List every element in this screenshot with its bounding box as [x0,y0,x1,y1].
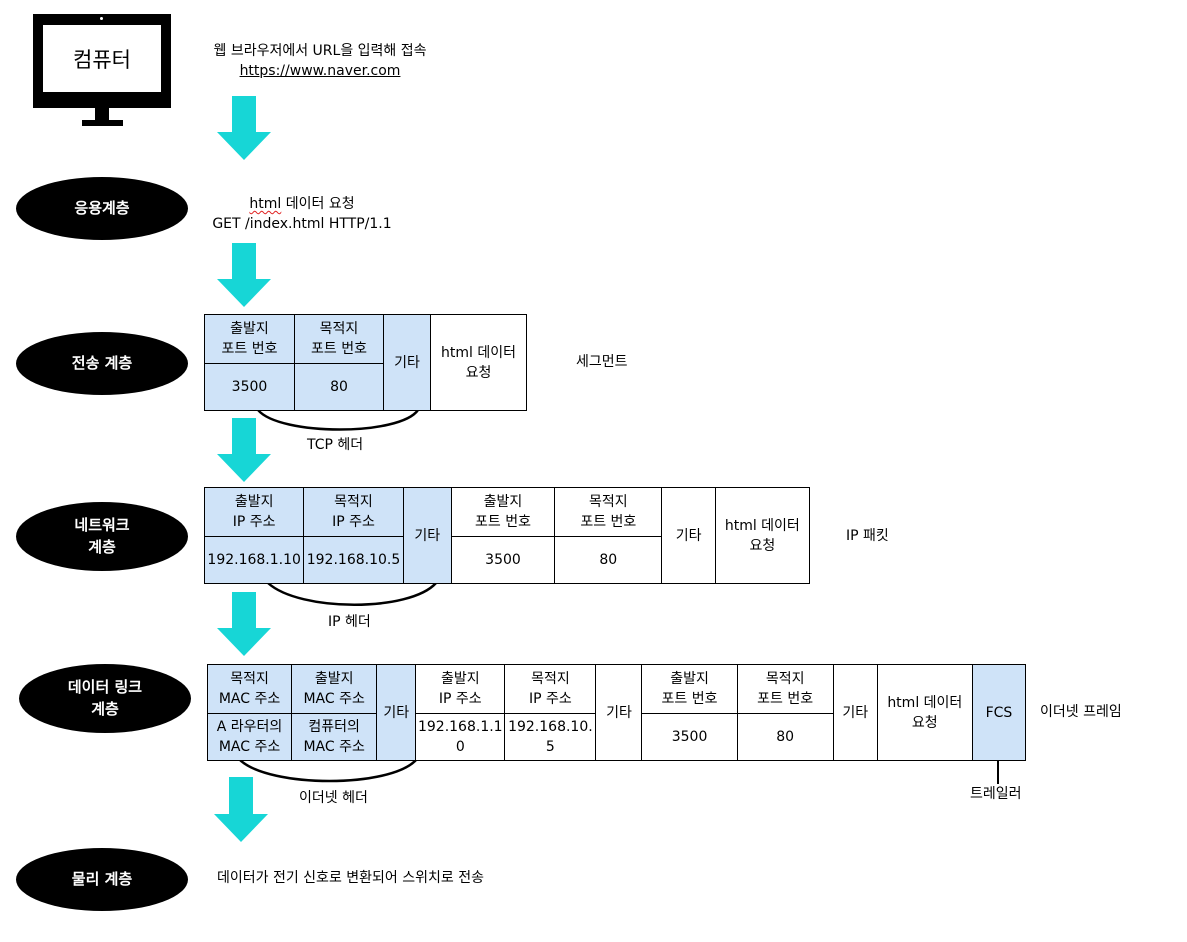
layer-transport-label: 전송 계층 [71,353,133,372]
layer-network-label-1: 네트워크 [74,515,130,534]
down-arrow-3 [217,418,271,482]
segment-side-label: 세그먼트 [576,354,628,370]
frame-dst-port-value: 80 [736,712,834,761]
tcp-header-curve [257,409,420,431]
trailer-label: 트레일러 [970,786,1022,802]
browser-note-line: 웹 브라우저에서 URL을 입력해 접속 [213,43,427,59]
app-note-html-word: html [249,196,282,212]
layer-datalink-label-2: 계층 [91,699,119,718]
tcp-header-label: TCP 헤더 [307,437,364,453]
down-arrow-4 [217,592,271,656]
down-arrow-2 [217,243,271,307]
frame-etc: 기타 [376,664,417,761]
browser-note: 웹 브라우저에서 URL을 입력해 접속 https://www.naver.c… [200,41,440,81]
packet-dst-port-value: 80 [554,535,663,584]
ethernet-header-curve [239,759,417,783]
layer-network-label-2: 계층 [88,537,116,556]
frame-dst-ip-value: 192.168.10.5 [504,712,597,761]
layer-physical-label: 물리 계층 [71,869,133,888]
monitor-camera-dot [100,17,103,20]
frame-side-label: 이더넷 프레임 [1040,704,1122,720]
app-note-rest: 데이터 요청 [281,196,355,212]
packet-dst-ip-value: 192.168.10.5 [303,535,404,584]
segment-src-port-value: 3500 [204,362,295,411]
packet-side-label: IP 패킷 [846,528,889,544]
frame-etc-3: 기타 [832,664,878,761]
down-arrow-5 [214,777,268,842]
layer-application: 응용계층 [16,177,188,240]
down-arrow-1 [217,96,271,160]
computer-screen: 컴퓨터 [43,25,161,92]
app-note: html 데이터 요청 GET /index.html HTTP/1.1 [200,194,404,234]
packet-etc: 기타 [402,487,452,584]
app-note-request-line: GET /index.html HTTP/1.1 [212,216,392,232]
browser-url: https://www.naver.com [239,63,401,79]
frame-fcs: FCS [971,664,1027,761]
monitor-stand-base [82,120,123,126]
segment-etc: 기타 [383,314,431,411]
layer-datalink-label-1: 데이터 링크 [67,677,143,696]
monitor-stand-neck [95,108,109,120]
physical-note: 데이터가 전기 신호로 변환되어 스위치로 전송 [217,870,484,886]
ip-header-curve [267,582,437,606]
computer-label: 컴퓨터 [73,47,131,72]
ethernet-header-label: 이더넷 헤더 [299,790,368,806]
frame-src-port-value: 3500 [641,712,738,761]
packet-etc-2: 기타 [661,487,716,584]
packet-src-port-value: 3500 [450,535,556,584]
frame-etc-2: 기타 [595,664,643,761]
ip-header-label: IP 헤더 [328,614,371,630]
layer-network: 네트워크 계층 [16,502,188,571]
layer-application-label: 응용계층 [74,198,130,217]
layer-datalink: 데이터 링크 계층 [19,664,191,733]
layer-transport: 전송 계층 [16,332,188,395]
layer-physical: 물리 계층 [16,848,188,911]
packet-src-ip-value: 192.168.1.10 [203,535,305,584]
segment-dst-port-value: 80 [294,362,384,411]
